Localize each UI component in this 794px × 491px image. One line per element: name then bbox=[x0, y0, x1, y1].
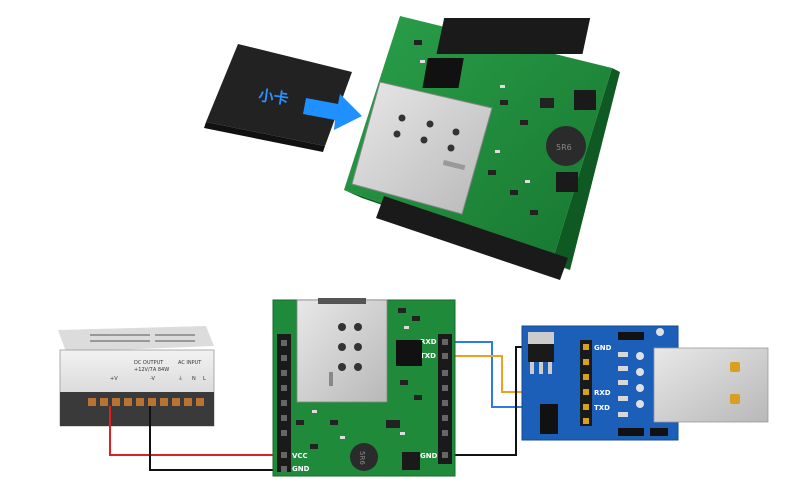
module-pin-rxd: RXD bbox=[420, 338, 437, 346]
sim-card: 小卡 bbox=[204, 44, 352, 152]
usb-pin-header bbox=[580, 340, 592, 426]
psu-output-spec: +12V/7A 84W bbox=[134, 367, 169, 373]
psu-terminal-l: L bbox=[203, 376, 206, 382]
usb-pin-gnd: GND bbox=[594, 344, 612, 352]
sim-slot bbox=[351, 81, 493, 215]
module-inductor: 5R6 bbox=[350, 443, 378, 471]
pin-header-bottom bbox=[376, 196, 568, 280]
module-pin-vcc: VCC bbox=[292, 452, 308, 460]
usb-pin-rxd: RXD bbox=[594, 389, 611, 397]
main-chip bbox=[422, 58, 464, 88]
psu-terminal-plus: +V bbox=[110, 376, 118, 382]
chip-small-2 bbox=[556, 172, 578, 192]
insert-arrow-icon bbox=[303, 94, 362, 130]
usb-pin-txd: TXD bbox=[594, 404, 610, 412]
usb-regulator bbox=[528, 332, 554, 374]
wire-power-positive bbox=[109, 406, 282, 456]
gsm-module-3d: 5R6 bbox=[344, 16, 620, 280]
psu-terminal-ground: ⏚ bbox=[178, 375, 183, 382]
wire-power-ground bbox=[149, 406, 282, 471]
module-board: RXD TXD GND VCC GND 5R6 bbox=[272, 298, 456, 477]
module-pin-gnd-left: GND bbox=[292, 465, 310, 473]
module-main-chip bbox=[396, 340, 422, 366]
psu-terminal-n: N bbox=[192, 376, 196, 382]
sim-card-label: 小卡 bbox=[257, 86, 289, 108]
psu-input-label: AC INPUT bbox=[178, 360, 202, 366]
psu-vents bbox=[90, 334, 195, 342]
usb-plug bbox=[653, 347, 769, 423]
module-inductor-marking: 5R6 bbox=[358, 451, 366, 465]
usb-chip bbox=[540, 404, 558, 434]
inductor-marking: 5R6 bbox=[556, 143, 572, 152]
pin-header-top bbox=[436, 18, 591, 54]
module-chip-2 bbox=[402, 452, 420, 470]
inductor: 5R6 bbox=[546, 126, 586, 166]
chip-small bbox=[574, 90, 596, 110]
usb-ttl-adapter: GND RXD TXD bbox=[521, 325, 769, 441]
power-supply: DC OUTPUT +12V/7A 84W AC INPUT +V -V ⏚ N… bbox=[58, 326, 215, 427]
module-pin-txd: TXD bbox=[420, 352, 436, 360]
psu-terminal-minus: -V bbox=[150, 376, 156, 382]
pin-header-right bbox=[438, 334, 452, 464]
module-pin-gnd-right: GND bbox=[420, 452, 438, 460]
psu-output-label: DC OUTPUT bbox=[134, 360, 164, 366]
psu-terminal-block bbox=[88, 398, 204, 406]
sim-slot-flat bbox=[296, 298, 388, 403]
